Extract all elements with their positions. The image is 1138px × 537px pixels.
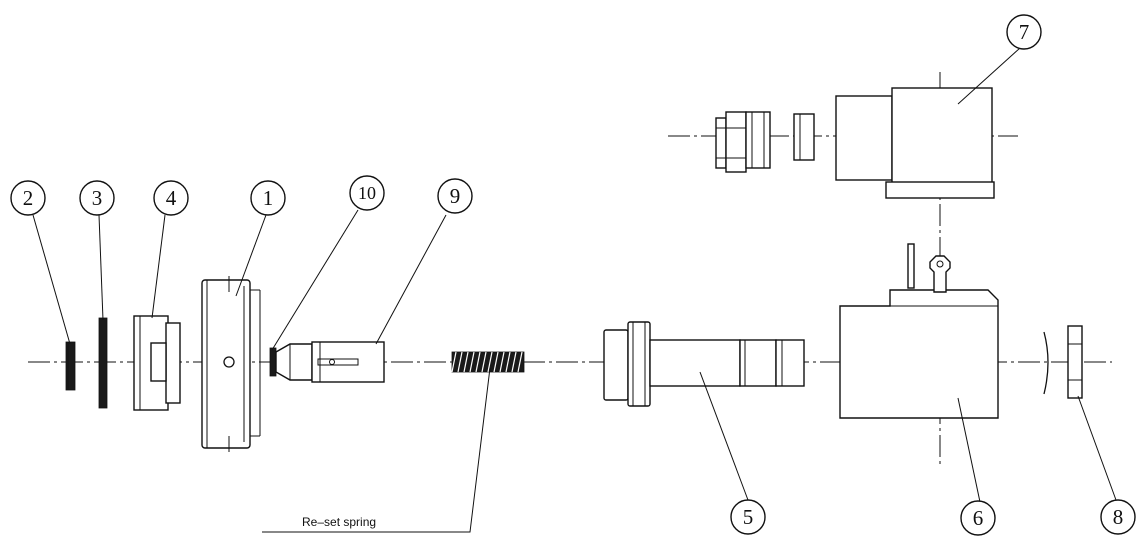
spring-leader-line [262, 367, 491, 533]
callout-9: 9 [437, 178, 473, 214]
part-9-plunger [275, 341, 385, 383]
reset-spring [451, 351, 525, 373]
callout-7: 7 [1006, 14, 1042, 50]
svg-text:3: 3 [92, 186, 103, 210]
part-5-armature-tube [603, 321, 805, 407]
leader-7 [957, 47, 1021, 105]
leader-8 [1077, 395, 1117, 501]
callout-3: 3 [79, 180, 115, 216]
callout-8: 8 [1100, 499, 1136, 535]
svg-text:8: 8 [1113, 505, 1124, 529]
svg-text:7: 7 [1019, 20, 1030, 44]
svg-text:4: 4 [166, 186, 177, 210]
leader-3 [98, 214, 104, 321]
part-3-washer [98, 317, 108, 409]
callout-2: 2 [10, 180, 46, 216]
svg-text:2: 2 [23, 186, 34, 210]
svg-text:5: 5 [743, 505, 754, 529]
part-7-connector [715, 87, 995, 199]
part-4-nut [133, 315, 181, 411]
svg-text:6: 6 [973, 506, 984, 530]
part-2-disc [65, 341, 76, 391]
part-1-body [201, 276, 261, 452]
callout-6: 6 [960, 500, 996, 536]
part-6-coil [839, 243, 999, 419]
leader-4 [151, 214, 166, 319]
leader-6 [957, 397, 981, 503]
svg-text:1: 1 [263, 186, 274, 210]
part-10-seal [269, 347, 277, 377]
callout-10: 10 [349, 175, 385, 211]
spring-label: Re–set spring [302, 515, 376, 529]
leader-2 [32, 214, 71, 345]
part-8-nut [1043, 325, 1083, 399]
leader-9 [375, 214, 447, 345]
callout-4: 4 [153, 180, 189, 216]
callout-1: 1 [250, 180, 286, 216]
leader-1 [235, 214, 267, 297]
leader-10 [271, 209, 359, 351]
callout-5: 5 [730, 499, 766, 535]
svg-text:9: 9 [450, 184, 461, 208]
leader-5 [699, 371, 749, 501]
svg-text:10: 10 [358, 183, 376, 203]
